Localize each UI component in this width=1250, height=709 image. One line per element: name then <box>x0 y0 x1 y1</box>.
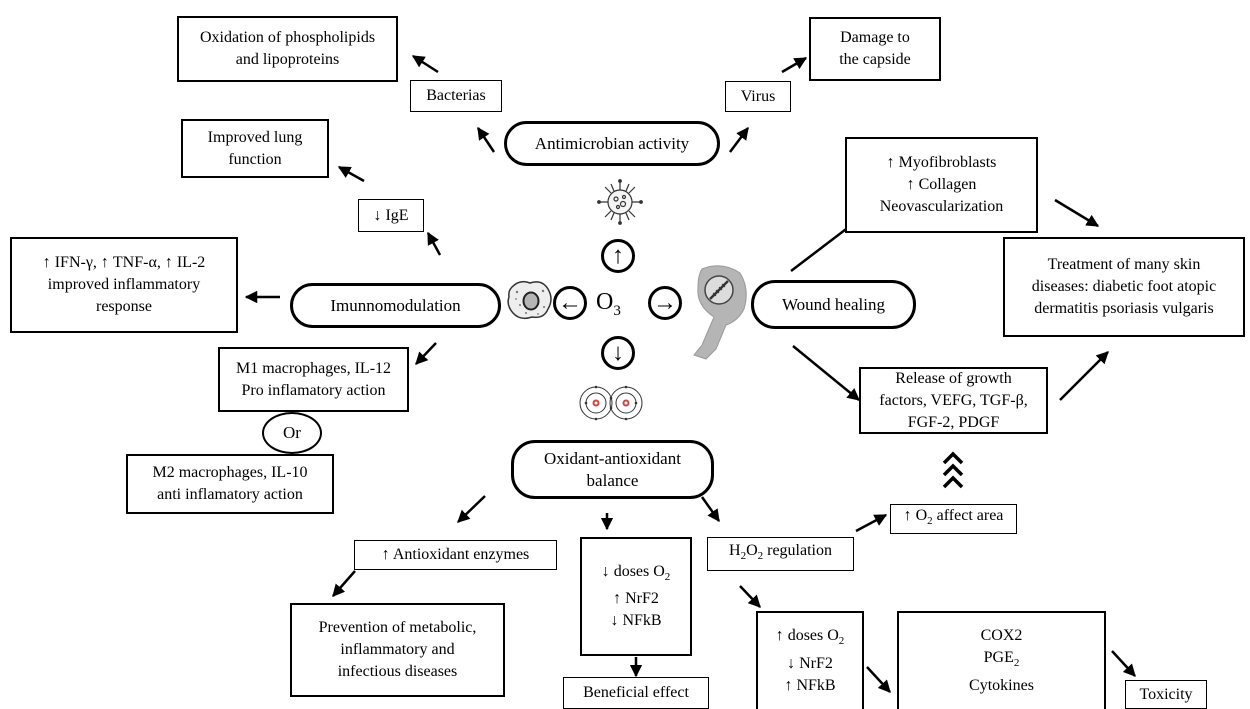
antimicrobial-node: Antimicrobian activity <box>504 121 720 166</box>
arrow-highdose-to-cox <box>866 666 891 693</box>
ozone-label: O3 <box>596 289 621 319</box>
prevention-box: Prevention of metabolic,inflammatory and… <box>290 603 505 697</box>
h2o2-regulation-box: H2O2 regulation <box>707 537 854 571</box>
chevron-up-icon <box>942 451 964 489</box>
up-arrow-circle: ↑ <box>601 239 635 273</box>
atom-pair-icon <box>579 385 643 421</box>
immunomodulation-node: Imunnomodulation <box>290 283 501 328</box>
microbe-icon <box>597 179 643 225</box>
toxicity-box: Toxicity <box>1125 680 1207 709</box>
macrophage-icon <box>507 280 552 320</box>
virus-box: Virus <box>725 81 791 112</box>
wound-healing-node: Wound healing <box>751 280 916 329</box>
arrow-h2o2-to-o2area <box>855 513 888 533</box>
arrow-antiox-to-prevention <box>332 570 356 597</box>
arrow-ige-to-lung <box>337 165 365 183</box>
arrow-bacterias-to-phospholipids <box>411 54 439 74</box>
arrow-antimicrobial-to-virus <box>729 127 749 153</box>
wound-arm-icon <box>693 265 747 360</box>
o2-area-box: ↑ O2 affect area <box>890 504 1017 534</box>
antioxidant-enzymes-box: ↑ Antioxidant enzymes <box>354 540 557 570</box>
arrow-myo-to-skin <box>1054 198 1100 228</box>
arrow-h2o2-to-highdose <box>739 585 761 608</box>
beneficial-effect-box: Beneficial effect <box>563 677 709 709</box>
arrow-growth-to-skin <box>1059 351 1109 401</box>
arrow-immuno-to-m1 <box>415 342 437 365</box>
left-arrow-circle: ← <box>553 286 587 320</box>
ige-box: ↓ IgE <box>358 199 424 232</box>
arrow-antimicrobial-to-bacterias <box>476 126 496 153</box>
arrow-virus-to-capside <box>781 56 808 74</box>
or-oval: Or <box>262 412 322 454</box>
low-dose-box: ↓ doses O2 ↑ NrF2 ↓ NFkB <box>580 537 692 656</box>
arrow-cox-to-toxicity <box>1111 650 1136 677</box>
high-dose-box: ↑ doses O2 ↓ NrF2 ↑ NFkB <box>756 611 864 709</box>
arrow-balance-to-antiox <box>457 495 486 523</box>
right-arrow-circle: → <box>648 286 682 320</box>
arrow-wound-to-growth <box>792 345 860 401</box>
cox2-box: COX2 PGE2 Cytokines <box>897 611 1106 709</box>
arrow-immuno-to-ige <box>426 231 442 256</box>
bacterias-box: Bacterias <box>410 80 502 112</box>
down-arrow-circle: ↓ <box>601 336 635 370</box>
arrow-balance-to-h2o2 <box>700 496 721 523</box>
